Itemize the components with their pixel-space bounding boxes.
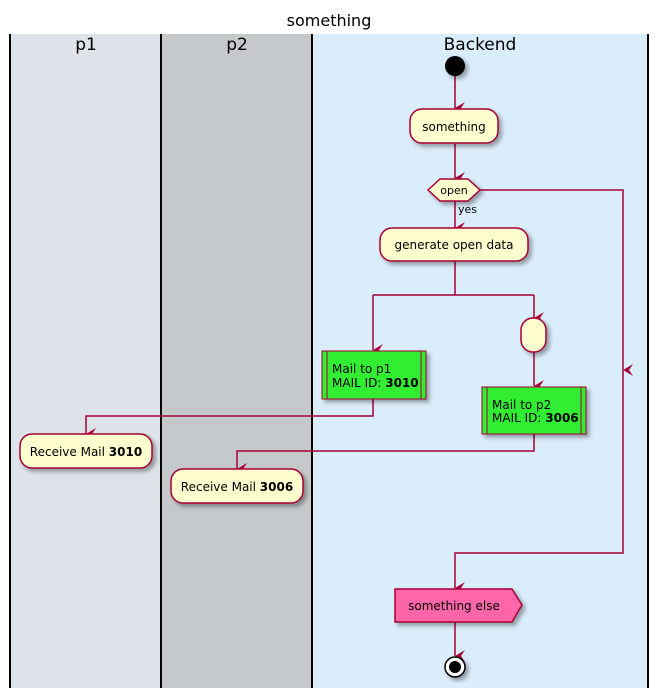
activity-empty: [520, 317, 547, 353]
receive-p1-label: Receive Mail 3010: [30, 445, 142, 459]
send-signal-something-else: [394, 588, 523, 623]
mail-p2-id: 3006: [545, 411, 578, 425]
lane-header-backend: Backend: [444, 35, 517, 55]
edge-no-branch: [480, 189, 633, 376]
mail-p1-line2: MAIL ID: 3010: [332, 376, 419, 390]
activity-something: [409, 108, 499, 144]
start-node: [445, 56, 465, 76]
diagram-title: something: [287, 11, 372, 30]
mail-p1-id: 3010: [385, 376, 418, 390]
something-else-label: something else: [408, 599, 500, 613]
mail-p2-line1: Mail to p2: [492, 398, 551, 412]
lane-p2: [161, 34, 312, 688]
mail-p2-prefix: MAIL ID:: [492, 411, 545, 425]
yes-label: yes: [458, 203, 477, 216]
lane-p1: [10, 34, 161, 688]
edge-to-receive-p1: [85, 399, 374, 440]
receive-p2-label: Receive Mail 3006: [181, 480, 293, 494]
decision-label: open: [440, 184, 467, 197]
mail-p2-line2: MAIL ID: 3006: [492, 411, 579, 425]
lane-header-p1: p1: [75, 35, 97, 55]
edge-to-receive-p2: [236, 434, 535, 475]
receive-p2-id: 3006: [260, 480, 293, 494]
mail-p1-line1: Mail to p1: [332, 362, 391, 376]
activity-generate-open-data: [379, 227, 529, 262]
decision-open: [426, 178, 482, 202]
mail-p1-prefix: MAIL ID:: [332, 376, 385, 390]
activity-something-label: something: [422, 120, 486, 134]
receive-p1-prefix: Receive Mail: [30, 445, 109, 459]
lane-header-p2: p2: [226, 35, 248, 55]
subprocess-mail-p2: [481, 386, 587, 435]
subprocess-mail-p1: [321, 350, 427, 400]
end-node: [444, 656, 466, 678]
receive-p1-id: 3010: [109, 445, 142, 459]
activity-generate-label: generate open data: [395, 238, 514, 252]
receive-p2-prefix: Receive Mail: [181, 480, 260, 494]
activity-receive-mail-p2: [170, 468, 304, 504]
activity-receive-mail-p1: [19, 433, 153, 469]
edge-merge: [454, 370, 624, 594]
